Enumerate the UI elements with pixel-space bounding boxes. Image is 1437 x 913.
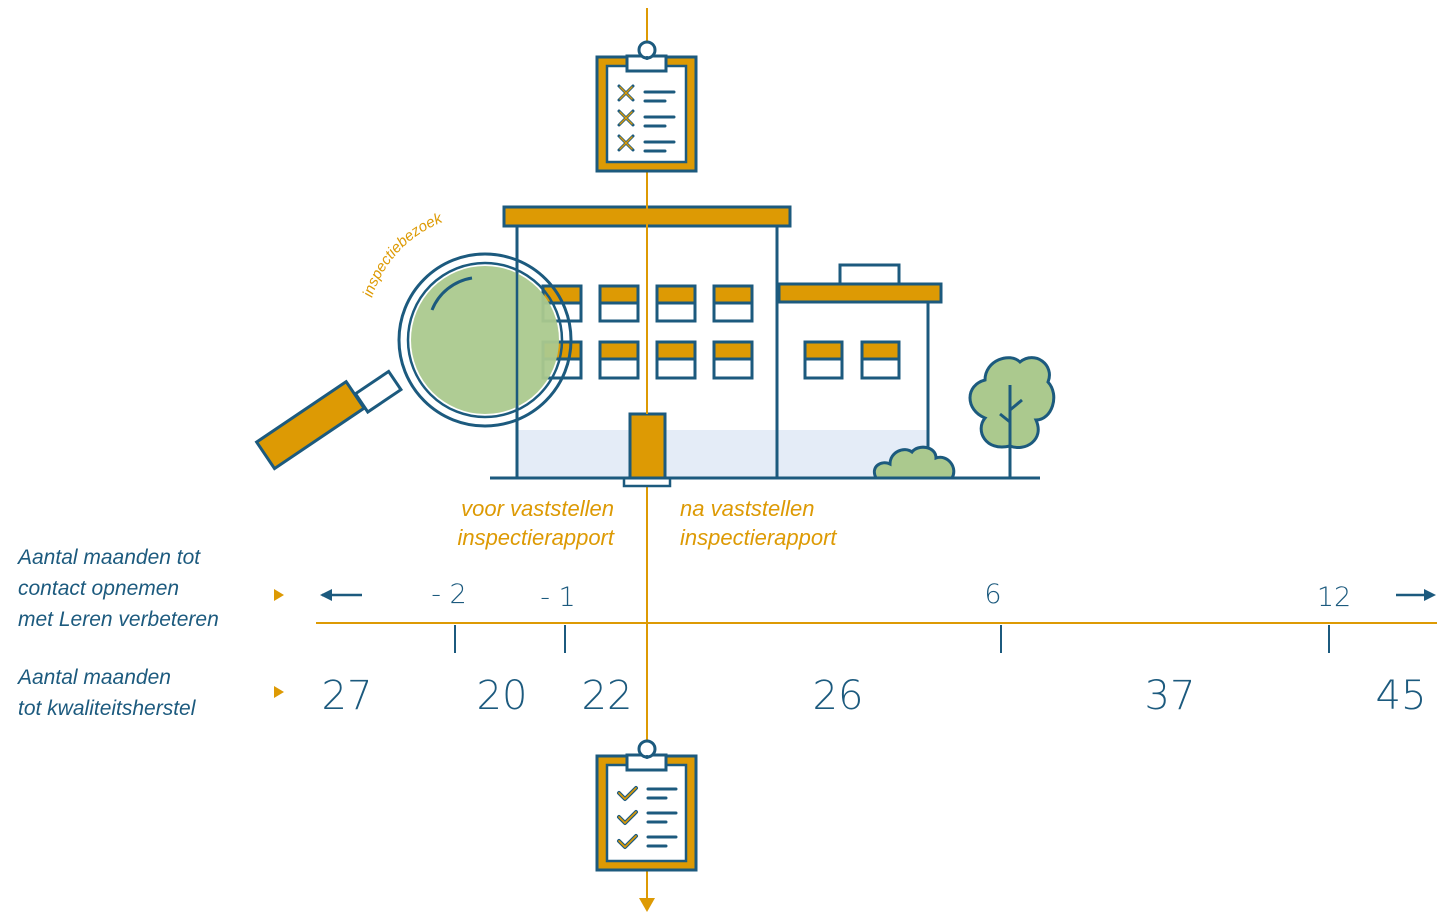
before-report-line1: voor vaststellen	[461, 496, 614, 521]
recovery-row-bullet	[274, 686, 284, 698]
after-report-line1: na vaststellen	[680, 496, 815, 521]
contact-row-label-line1: Aantal maanden tot	[16, 546, 201, 569]
timeline-right-arrow	[1396, 589, 1436, 601]
clipboard-crosses-icon	[595, 40, 698, 173]
after-report-line2: inspectierapport	[680, 525, 837, 550]
bush-icon	[873, 445, 956, 480]
magnifying-glass-icon	[254, 252, 573, 471]
recovery-value-before-minus-2: 27	[322, 673, 373, 719]
recovery-value-after-12: 45	[1376, 673, 1427, 719]
tree-icon	[968, 356, 1056, 478]
vertical-axis-arrow	[639, 898, 655, 912]
tick-label-6: 6	[984, 579, 1001, 610]
contact-row-label-line3: met Leren verbeteren	[18, 608, 219, 631]
inspection-visit-text: inspectiebezoek	[360, 209, 446, 299]
recovery-row-label-line1: Aantal maanden	[16, 666, 171, 689]
recovery-value-report-to-6: 26	[813, 673, 864, 719]
recovery-value-minus-2-to-minus-1: 20	[477, 673, 528, 719]
recovery-row-label-line2: tot kwaliteitsherstel	[18, 697, 197, 720]
tick-label-12: 12	[1317, 582, 1351, 613]
before-report-line2: inspectierapport	[457, 525, 614, 550]
recovery-value-minus-1-to-report: 22	[582, 673, 633, 719]
tick-label-minus-2: - 2	[431, 579, 467, 610]
recovery-value-6-to-12: 37	[1145, 673, 1196, 719]
timeline-left-arrow	[320, 589, 362, 601]
tick-label-minus-1: - 1	[540, 582, 576, 613]
contact-row-bullet	[274, 589, 284, 601]
clipboard-checks-icon	[595, 739, 698, 872]
inspection-visit-label: inspectiebezoek	[360, 209, 446, 299]
contact-row-label-line2: contact opnemen	[18, 577, 179, 600]
